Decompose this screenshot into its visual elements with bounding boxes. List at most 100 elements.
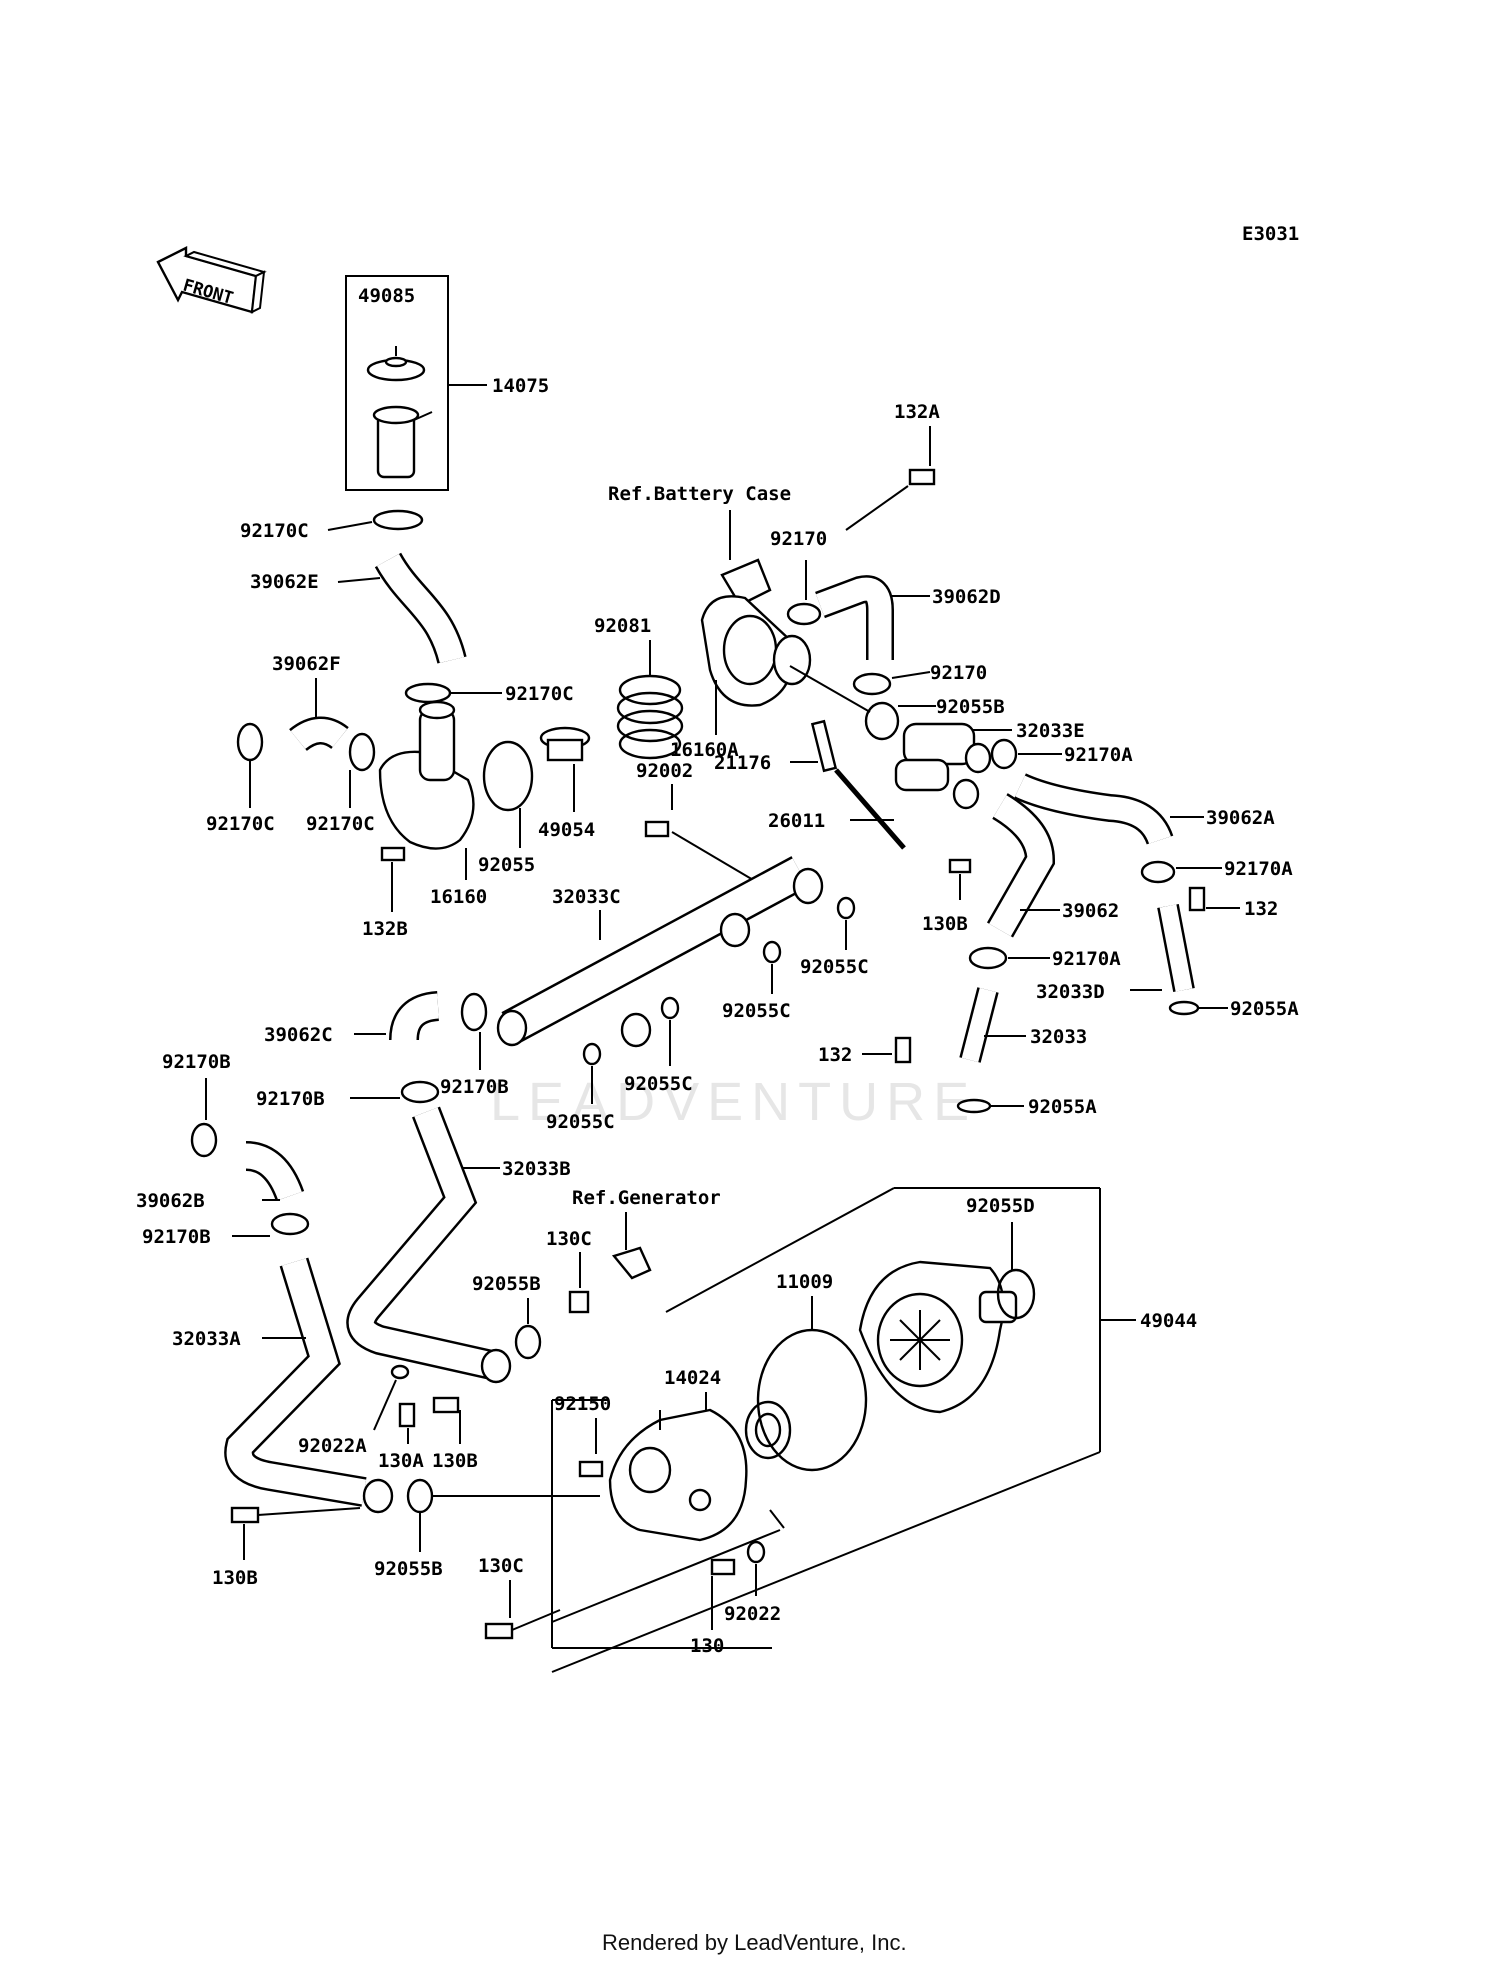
label-92022a: 92022A xyxy=(298,1435,367,1457)
label-130a: 130A xyxy=(378,1450,424,1472)
label-92002: 92002 xyxy=(636,760,693,782)
ref-battery-case: Ref.Battery Case xyxy=(608,483,791,505)
washer-92022a-icon xyxy=(390,1364,410,1380)
label-92055b-top: 92055B xyxy=(936,696,1005,718)
label-32033c: 32033C xyxy=(552,886,621,908)
bolt-130b-low-icon xyxy=(432,1396,460,1414)
label-92055a-1: 92055A xyxy=(1230,998,1299,1020)
clamp-92170a-1-icon xyxy=(990,738,1018,770)
label-92170b-3: 92170B xyxy=(162,1051,231,1073)
label-32033a: 32033A xyxy=(172,1328,241,1350)
label-26011: 26011 xyxy=(768,810,825,832)
label-16160: 16160 xyxy=(430,886,487,908)
thermostat-49054-icon xyxy=(539,726,591,762)
oring-92055c-1-icon xyxy=(836,896,856,920)
water-pump-49044-icon xyxy=(858,1260,1018,1414)
label-92170a-3: 92170A xyxy=(1052,948,1121,970)
label-39062b: 39062B xyxy=(136,1190,205,1212)
label-92170c-mid: 92170C xyxy=(505,683,574,705)
label-92170-b: 92170 xyxy=(930,662,987,684)
bolt-130a-icon xyxy=(398,1402,416,1428)
oring-92055a-1-icon xyxy=(1168,1000,1200,1016)
filler-neck-icon xyxy=(372,405,433,479)
label-21176: 21176 xyxy=(714,752,771,774)
label-132-right: 132 xyxy=(1244,898,1278,920)
bolt-92150-icon xyxy=(578,1460,604,1478)
label-92055c-4: 92055C xyxy=(546,1111,615,1133)
label-39062: 39062 xyxy=(1062,900,1119,922)
label-92022: 92022 xyxy=(724,1603,781,1625)
label-92170c-left: 92170C xyxy=(206,813,275,835)
label-132a: 132A xyxy=(894,401,940,423)
clamp-92170b-1-icon xyxy=(460,992,488,1032)
label-49044: 49044 xyxy=(1140,1310,1197,1332)
label-14075: 14075 xyxy=(492,375,549,397)
label-39062c: 39062C xyxy=(264,1024,333,1046)
label-130b-low: 130B xyxy=(432,1450,478,1472)
clamp-92170-b-icon xyxy=(852,672,892,696)
cap-assembly-box xyxy=(345,275,449,491)
oring-92055c-2-icon xyxy=(762,940,782,964)
label-92170a-1: 92170A xyxy=(1064,744,1133,766)
clamp-left-icon xyxy=(236,722,264,762)
bolt-130-icon xyxy=(710,1558,736,1576)
seal-icon xyxy=(744,1400,792,1460)
bolt-132-mid-icon xyxy=(894,1036,912,1064)
label-14024: 14024 xyxy=(664,1367,721,1389)
bolt-92002-icon xyxy=(644,820,670,838)
label-92055a-2: 92055A xyxy=(1028,1096,1097,1118)
bolt-130c-low-icon xyxy=(484,1622,514,1640)
cover-14024-icon xyxy=(608,1408,748,1542)
oring-92055c-3-icon xyxy=(660,996,680,1020)
label-92170b-4: 92170B xyxy=(142,1226,211,1248)
footer-credit: Rendered by LeadVenture, Inc. xyxy=(602,1930,907,1955)
label-92055c-3: 92055C xyxy=(624,1073,693,1095)
bolt-130b-mid-icon xyxy=(948,858,972,874)
label-32033e: 32033E xyxy=(1016,720,1085,742)
label-92170b-2: 92170B xyxy=(256,1088,325,1110)
clamp-92170b-4-icon xyxy=(270,1212,310,1236)
bolt-130c-top-icon xyxy=(568,1290,590,1314)
label-130b-left: 130B xyxy=(212,1567,258,1589)
housing-16160-icon xyxy=(378,700,475,850)
label-11009: 11009 xyxy=(776,1271,833,1293)
label-32033d: 32033D xyxy=(1036,981,1105,1003)
bolt-130b-left-icon xyxy=(230,1506,260,1524)
label-39062d: 39062D xyxy=(932,586,1001,608)
fitting-32033e-icon xyxy=(894,722,992,810)
label-92055c-1: 92055C xyxy=(800,956,869,978)
clamp-92170c-icon xyxy=(372,509,424,531)
ref-generator: Ref.Generator xyxy=(572,1187,721,1209)
front-arrow-icon: FRONT xyxy=(156,246,267,314)
label-92170c-top: 92170C xyxy=(240,520,309,542)
oring-92055b-mid-icon xyxy=(514,1324,542,1360)
label-130c-low: 130C xyxy=(478,1555,524,1577)
label-49054: 49054 xyxy=(538,819,595,841)
oring-92055c-4-icon xyxy=(582,1042,602,1066)
label-39062e: 39062E xyxy=(250,571,319,593)
label-132b: 132B xyxy=(362,918,408,940)
clamp-right-icon xyxy=(348,732,376,772)
label-92150: 92150 xyxy=(554,1393,611,1415)
label-92170-a: 92170 xyxy=(770,528,827,550)
label-39062f: 39062F xyxy=(272,653,341,675)
radiator-cap-icon xyxy=(366,346,426,382)
label-130: 130 xyxy=(690,1635,724,1657)
switch-21176-icon xyxy=(810,719,838,773)
label-16160a: 16160A xyxy=(670,739,739,761)
label-92055b-mid: 92055B xyxy=(472,1273,541,1295)
washer-92022-icon xyxy=(746,1540,766,1564)
label-92055d: 92055D xyxy=(966,1195,1035,1217)
label-39062a: 39062A xyxy=(1206,807,1275,829)
clamp-92170a-2-icon xyxy=(1140,860,1176,884)
oring-92055b-low-icon xyxy=(406,1478,434,1514)
bolt-132a-icon xyxy=(908,468,936,486)
clamp-92170a-3-icon xyxy=(968,946,1008,970)
oring-11009-icon xyxy=(756,1328,868,1472)
label-92170b-1: 92170B xyxy=(440,1076,509,1098)
label-32033: 32033 xyxy=(1030,1026,1087,1048)
label-92055c-2: 92055C xyxy=(722,1000,791,1022)
watermark: LEADVENTURE xyxy=(490,1072,977,1132)
